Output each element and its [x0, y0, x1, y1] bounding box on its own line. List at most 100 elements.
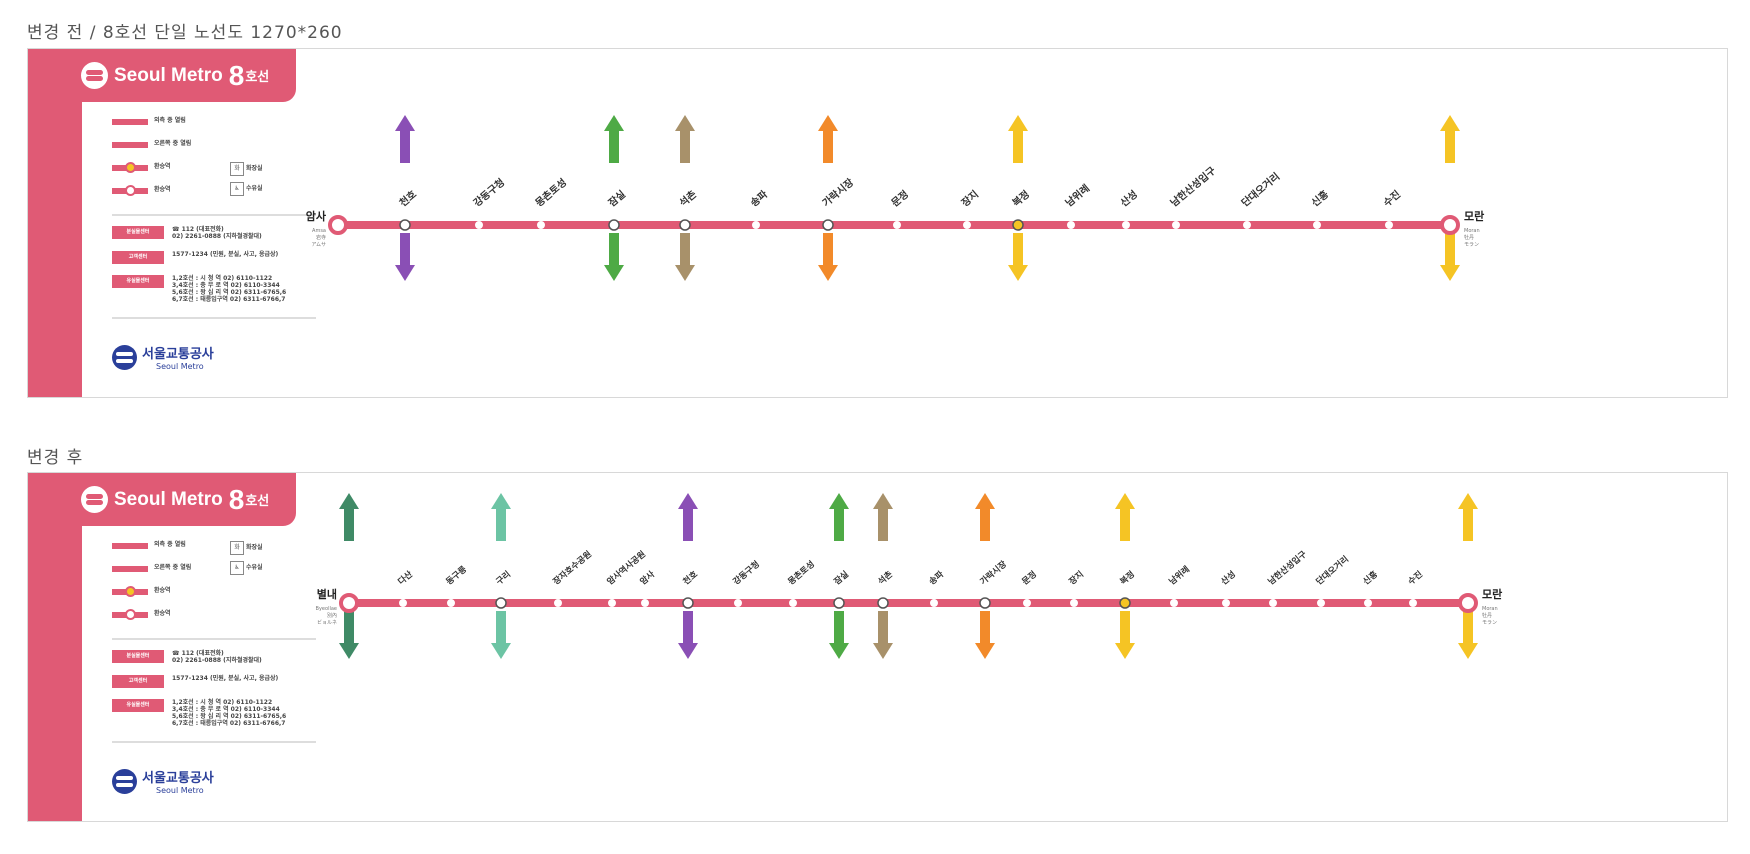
divider: [112, 638, 316, 640]
station-marker[interactable]: [1364, 599, 1372, 607]
transfer-6-up-arrow: [678, 493, 698, 541]
terminal-transfer-down-arrow: [1458, 611, 1478, 659]
divider: [112, 317, 316, 319]
station-marker[interactable]: [734, 599, 742, 607]
station-marker[interactable]: [399, 219, 411, 231]
station-marker[interactable]: [679, 219, 691, 231]
station-marker[interactable]: [1119, 597, 1131, 609]
station-marker[interactable]: [789, 599, 797, 607]
station-marker[interactable]: [1313, 221, 1321, 229]
station-label: 천호: [397, 188, 419, 210]
transfer-3-down-arrow: [604, 233, 624, 281]
station-marker[interactable]: [893, 221, 901, 229]
station-label: 남위례: [1167, 564, 1192, 588]
station-marker[interactable]: [608, 599, 616, 607]
terminal-subname: Byeollae: [316, 606, 337, 612]
station-marker[interactable]: [752, 221, 760, 229]
line-number: 8: [228, 59, 245, 91]
station-label: 단대오거리: [1239, 170, 1283, 210]
station-label: 단대오거리: [1314, 554, 1351, 588]
station-marker[interactable]: [399, 599, 407, 607]
station-label: 남한산성입구: [1168, 164, 1219, 209]
station-marker[interactable]: [1170, 599, 1178, 607]
station-marker[interactable]: [1409, 599, 1417, 607]
station-marker[interactable]: [833, 597, 845, 609]
legend-item: 환승역: [112, 608, 316, 631]
station-marker[interactable]: [1243, 221, 1251, 229]
station-label: 산성: [1118, 188, 1140, 210]
station-marker[interactable]: [608, 219, 620, 231]
map-panel-after: Seoul Metro 8 호선 외측 중 열림 오른쪽 중 열림 환승역 환승…: [27, 472, 1728, 822]
transfer-4-up-arrow: [675, 115, 695, 163]
transfer-0-down-arrow: [395, 233, 415, 281]
station-marker[interactable]: [1222, 599, 1230, 607]
legend: 외측 중 열림 오른쪽 중 열림 환승역 환승역 화 화장실 ♿ 수유실: [112, 539, 316, 631]
station-label: 다산: [396, 569, 415, 588]
info-lost-found: 분실물센터☎ 112 (대표전화) 02) 2261-0888 (지하철경찰대): [112, 226, 322, 242]
terminal-transfer-down-arrow: [339, 611, 359, 659]
transfer-9-down-arrow: [1008, 233, 1028, 281]
transfer-0-up-arrow: [395, 115, 415, 163]
terminal-marker[interactable]: [1440, 215, 1460, 235]
caption-after: 변경 후: [27, 448, 84, 468]
station-marker[interactable]: [963, 221, 971, 229]
station-marker[interactable]: [1070, 599, 1078, 607]
station-marker[interactable]: [1023, 599, 1031, 607]
station-marker[interactable]: [930, 599, 938, 607]
station-marker[interactable]: [1269, 599, 1277, 607]
terminal-subname: ビョルネ: [317, 619, 337, 626]
seoul-metro-corp-icon: [112, 768, 137, 794]
terminal-marker[interactable]: [328, 215, 348, 235]
legend-item: 오른쪽 중 열림: [112, 138, 316, 161]
station-label: 신흥: [1309, 188, 1331, 210]
station-label: 수진: [1406, 569, 1425, 588]
station-marker[interactable]: [822, 219, 834, 231]
station-marker[interactable]: [1172, 221, 1180, 229]
terminal-subname: Amsa: [312, 228, 326, 234]
toilet-icon: 화: [230, 541, 244, 555]
station-marker[interactable]: [979, 597, 991, 609]
legend-item: 환승역: [112, 161, 316, 184]
station-label: 몽촌토성: [533, 176, 570, 210]
station-marker[interactable]: [554, 599, 562, 607]
station-label: 장지: [1067, 569, 1086, 587]
station-marker[interactable]: [877, 597, 889, 609]
station-label: 남위례: [1063, 182, 1093, 210]
station-marker[interactable]: [475, 221, 483, 229]
terminal-marker[interactable]: [1458, 593, 1478, 613]
station-label: 석촌: [876, 569, 895, 588]
transfer-10-up-arrow: [873, 493, 893, 541]
transfer-9-up-arrow: [1008, 115, 1028, 163]
station-marker[interactable]: [1122, 221, 1130, 229]
station-marker[interactable]: [1317, 599, 1325, 607]
line-8-track: [349, 599, 1468, 607]
station-marker[interactable]: [641, 599, 649, 607]
terminal-name: 별내: [317, 587, 337, 601]
station-marker[interactable]: [495, 597, 507, 609]
station-marker[interactable]: [1012, 219, 1024, 231]
station-label: 복정: [1118, 569, 1137, 587]
legend-item: 오른쪽 중 열림: [112, 562, 316, 585]
station-marker[interactable]: [682, 597, 694, 609]
legend-item: 외측 중 열림: [112, 539, 316, 562]
map-header: Seoul Metro 8 호선: [28, 473, 296, 526]
line-number: 8: [228, 483, 245, 515]
transfer-15-up-arrow: [1115, 493, 1135, 541]
station-marker[interactable]: [1067, 221, 1075, 229]
station-marker[interactable]: [1385, 221, 1393, 229]
terminal-subname: Moran: [1464, 228, 1480, 234]
transfer-6-up-arrow: [818, 115, 838, 163]
terminal-name: 모란: [1464, 209, 1484, 223]
station-label: 장자호수공원: [551, 549, 594, 588]
station-marker[interactable]: [537, 221, 545, 229]
station-label: 송파: [748, 187, 771, 209]
transfer-6-down-arrow: [818, 233, 838, 281]
terminal-transfer-up-arrow: [1458, 493, 1478, 541]
station-label: 몽촌토성: [786, 559, 817, 588]
station-marker[interactable]: [447, 599, 455, 607]
station-label: 문정: [1020, 569, 1039, 587]
terminal-marker[interactable]: [339, 593, 359, 613]
